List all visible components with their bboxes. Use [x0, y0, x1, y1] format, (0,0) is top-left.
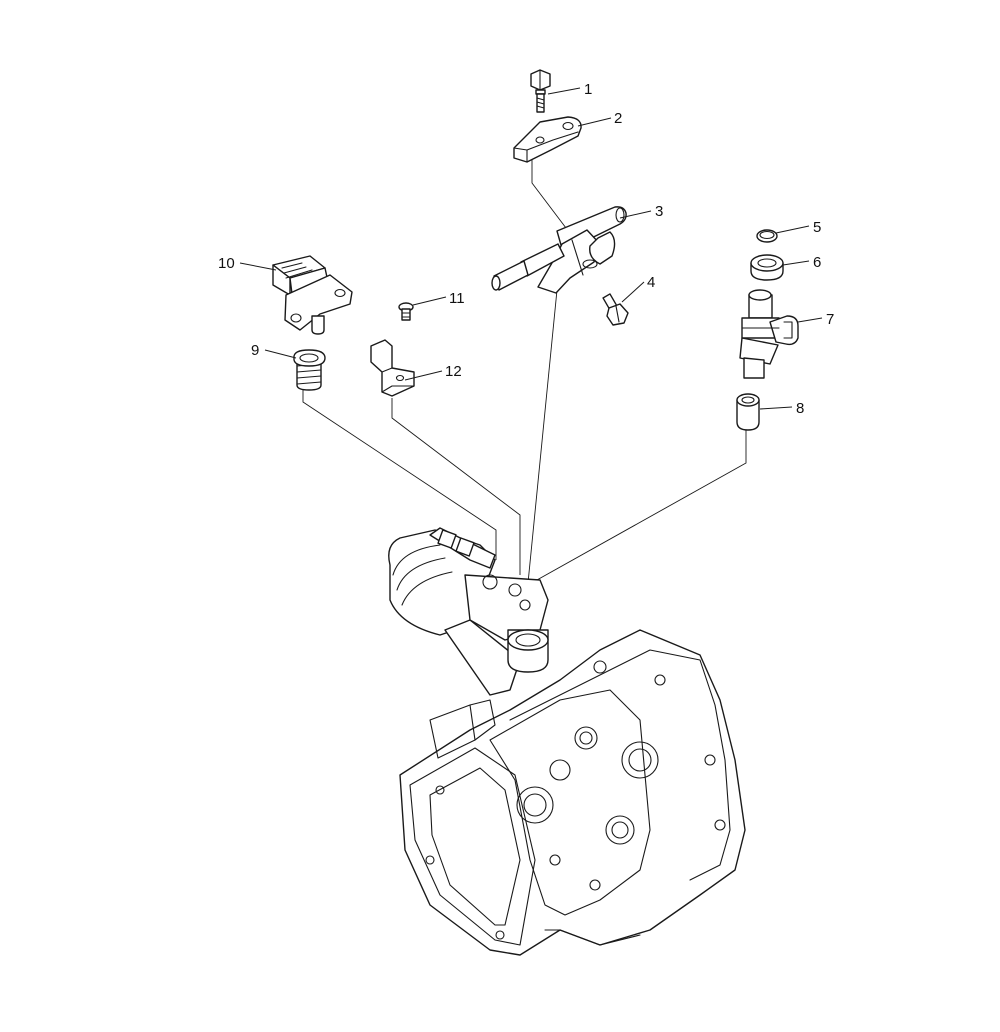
callout-9: 9	[251, 342, 259, 359]
leader-11	[412, 296, 447, 306]
trace-line-bracket-to-throttle	[391, 398, 521, 575]
bolt-part-1	[530, 69, 551, 113]
callout-6: 6	[813, 254, 821, 271]
sleeve-part-8	[736, 393, 760, 431]
callout-12: 12	[445, 363, 462, 380]
cylinder-head	[399, 629, 746, 956]
bracket-part-2	[513, 116, 582, 163]
leader-10	[239, 262, 277, 271]
callout-3: 3	[655, 203, 663, 220]
leader-9	[264, 349, 297, 359]
leader-5	[775, 225, 810, 234]
leader-7	[797, 317, 823, 323]
callout-8: 8	[796, 400, 804, 417]
o-ring-part-5	[756, 229, 778, 243]
callout-2: 2	[614, 110, 622, 127]
seal-part-6	[750, 254, 784, 281]
callout-11: 11	[449, 290, 465, 307]
sensor-part-10	[272, 255, 353, 335]
callout-7: 7	[826, 311, 834, 328]
leader-3	[619, 210, 652, 219]
leader-2	[577, 117, 612, 127]
callouts: 1 2 3 4 5 6 7 8 9 10 11 12	[218, 81, 834, 417]
fuel-injector-part-7	[739, 289, 799, 379]
plug-part-9	[293, 349, 326, 391]
screw-part-4	[602, 293, 629, 326]
fuel-rail-part-3	[491, 206, 627, 294]
leader-8	[759, 406, 793, 410]
leader-1	[547, 87, 581, 95]
trace-line-injector-to-throttle	[527, 428, 747, 586]
bracket-part-12	[370, 339, 415, 397]
trace-line-bolt-to-rail	[531, 150, 567, 229]
leader-4	[621, 281, 645, 303]
small-screw-part-11	[398, 302, 414, 321]
callout-10: 10	[218, 255, 235, 272]
leader-6	[782, 260, 810, 266]
callout-4: 4	[647, 274, 655, 291]
trace-line-rail-to-throttle	[527, 289, 558, 584]
callout-5: 5	[813, 219, 821, 236]
leader-12	[404, 370, 443, 381]
trace-line-sensor-to-throttle	[302, 390, 497, 560]
assembly-trace-lines	[302, 150, 747, 586]
callout-1: 1	[584, 81, 592, 98]
throttle-body	[388, 527, 549, 696]
